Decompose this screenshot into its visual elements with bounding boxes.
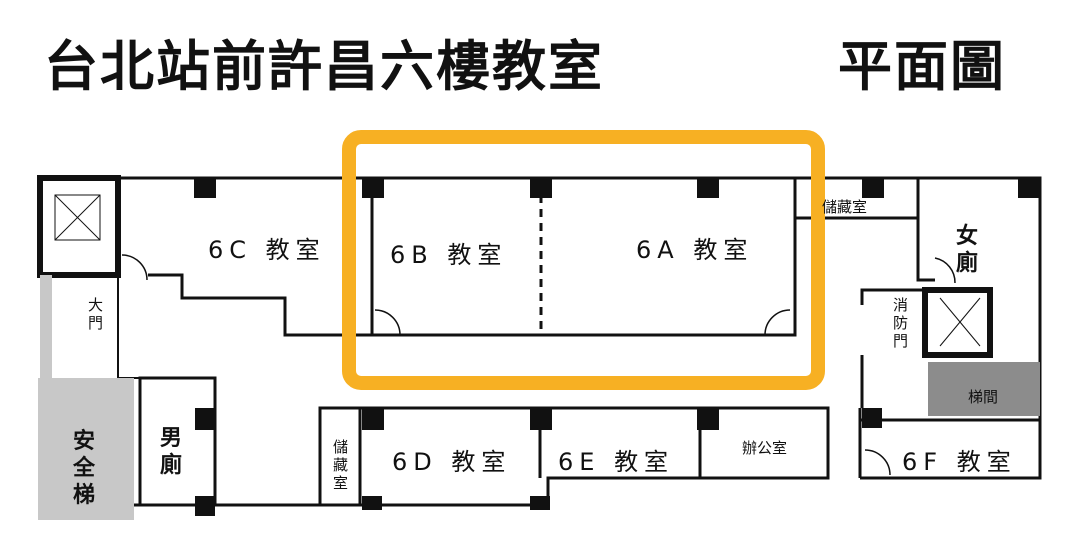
pillars [194, 178, 1040, 516]
main-door-label: 大 門 [88, 296, 103, 332]
page-title: 台北站前許昌六樓教室 [44, 35, 604, 98]
svg-text:安: 安 [73, 428, 95, 454]
svg-text:門: 門 [893, 332, 908, 350]
svg-text:男: 男 [160, 426, 182, 451]
safety-stair-label: 安 全 梯 [72, 428, 96, 508]
svg-text:儲: 儲 [333, 438, 348, 456]
storage-top-label: 儲藏室 [822, 198, 867, 216]
stairwell [928, 362, 1040, 416]
svg-text:梯: 梯 [73, 482, 95, 508]
room-6b-label: 6B 教室 [390, 241, 507, 269]
room-6c-label: 6C 教室 [208, 236, 326, 264]
room-6f-label: 6F 教室 [902, 448, 1017, 476]
room-6a-label: 6A 教室 [636, 236, 753, 264]
storage-bottom-label: 儲 藏 室 [333, 438, 348, 492]
svg-text:室: 室 [333, 474, 348, 492]
walls [37, 175, 1042, 507]
stairwell-label: 梯間 [968, 388, 998, 406]
svg-text:門: 門 [88, 314, 103, 332]
room-6d-label: 6D 教室 [392, 448, 511, 476]
safety-stair [38, 378, 134, 520]
svg-text:大: 大 [88, 296, 103, 314]
page-subtitle: 平面圖 [838, 35, 1006, 98]
womens-toilet-label: 女 廁 [956, 223, 978, 276]
room-6e-label: 6E 教室 [558, 448, 674, 476]
svg-text:藏: 藏 [333, 456, 348, 474]
office-label: 辦公室 [742, 439, 787, 457]
svg-text:消: 消 [893, 296, 908, 314]
svg-text:全: 全 [72, 455, 96, 481]
svg-text:廁: 廁 [956, 250, 978, 276]
mens-toilet-label: 男 廁 [160, 426, 182, 478]
fire-door-label: 消 防 門 [893, 296, 908, 350]
svg-text:廁: 廁 [160, 452, 182, 478]
highlight-frame [342, 130, 825, 390]
svg-text:防: 防 [893, 314, 908, 332]
svg-text:女: 女 [956, 223, 978, 249]
